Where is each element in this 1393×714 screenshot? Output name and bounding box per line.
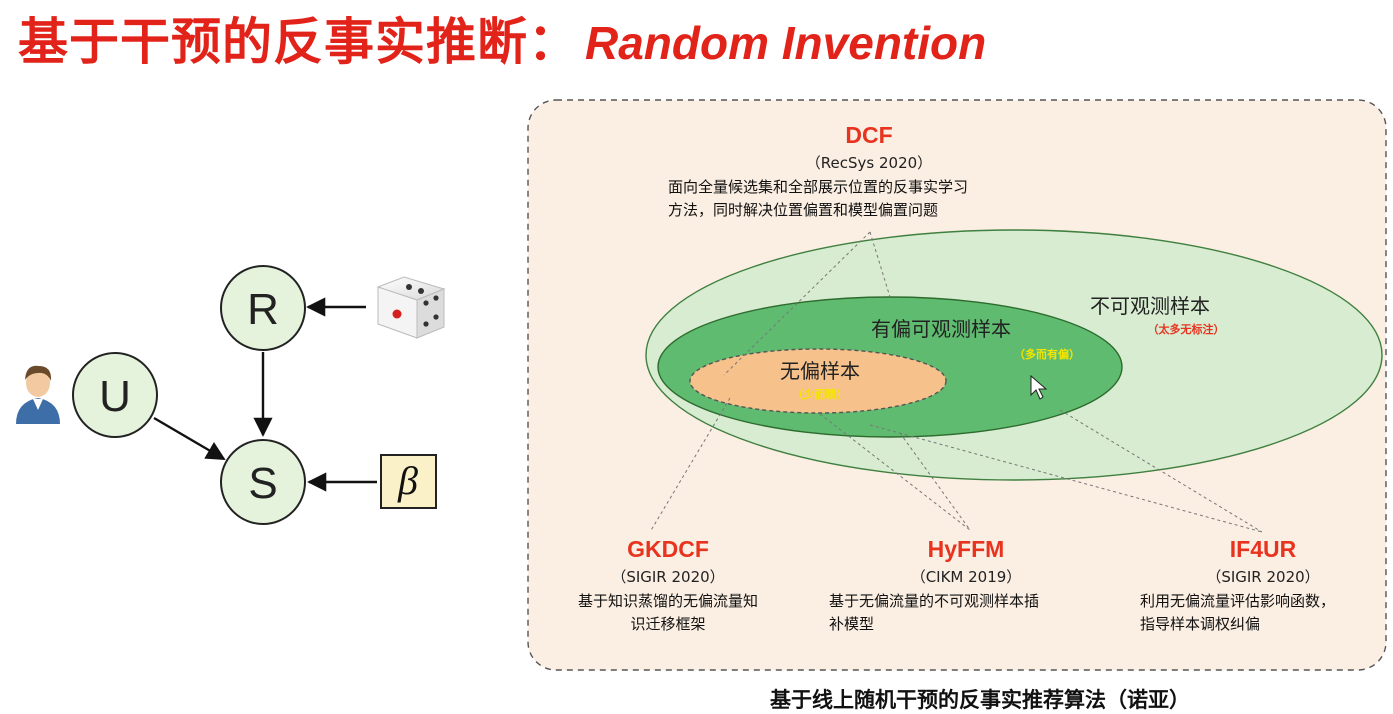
method-hyffm-desc-line1: 基于无偏流量的不可观测样本插	[829, 592, 1039, 610]
causal-graph: R U S β	[16, 265, 446, 525]
label-unobservable: 不可观测样本	[1090, 294, 1210, 318]
method-dcf-name: DCF	[845, 122, 892, 148]
cursor-icon	[1030, 374, 1048, 400]
method-if4ur: IF4UR （SIGIR 2020） 利用无偏流量评估影响函数， 指导样本调权纠…	[1140, 536, 1335, 633]
method-if4ur-venue: （SIGIR 2020）	[1206, 568, 1319, 586]
node-s-label: S	[248, 459, 277, 508]
note-unbiased: （少而精）	[793, 387, 848, 401]
method-gkdcf: GKDCF （SIGIR 2020） 基于知识蒸馏的无偏流量知 识迁移框架	[578, 536, 758, 633]
edge-u-to-s	[153, 416, 226, 461]
algorithm-panel: 不可观测样本 （太多无标注） 有偏可观测样本 （多而有偏） 无偏样本 （少而精）…	[527, 99, 1387, 671]
beta-symbol: β	[397, 458, 418, 503]
method-dcf-venue: （RecSys 2020）	[806, 154, 932, 172]
panel-caption: 基于线上随机干预的反事实推荐算法（诺亚）	[770, 688, 1190, 712]
node-r-label: R	[247, 285, 279, 334]
node-s: S	[220, 439, 306, 525]
title-chinese: 基于干预的反事实推断：	[18, 13, 579, 71]
method-hyffm-desc-line2: 补模型	[829, 615, 874, 633]
beta-box: β	[380, 454, 437, 509]
ellipse-unbiased	[689, 348, 947, 414]
page-title: 基于干预的反事实推断： Random Invention	[18, 2, 986, 71]
method-hyffm-name: HyFFM	[928, 536, 1005, 562]
method-gkdcf-desc-line2: 识迁移框架	[630, 615, 705, 633]
method-gkdcf-venue: （SIGIR 2020）	[611, 568, 724, 586]
node-u: U	[72, 352, 158, 438]
label-biased-observable: 有偏可观测样本	[871, 317, 1011, 341]
node-r: R	[220, 265, 306, 351]
dice-icon	[376, 276, 446, 339]
label-unbiased: 无偏样本	[780, 359, 860, 383]
method-gkdcf-desc-line1: 基于知识蒸馏的无偏流量知	[578, 592, 758, 610]
connector-lines	[649, 231, 1263, 533]
method-hyffm: HyFFM （CIKM 2019） 基于无偏流量的不可观测样本插 补模型	[829, 536, 1039, 633]
method-if4ur-name: IF4UR	[1230, 536, 1297, 562]
method-if4ur-desc-line2: 指导样本调权纠偏	[1140, 615, 1260, 633]
method-dcf-desc-line2: 方法，同时解决位置偏置和模型偏置问题	[668, 201, 938, 219]
method-if4ur-desc-line1: 利用无偏流量评估影响函数，	[1140, 592, 1335, 610]
title-english: Random Invention	[585, 17, 987, 69]
node-u-label: U	[99, 372, 131, 421]
method-gkdcf-name: GKDCF	[627, 536, 709, 562]
user-icon	[16, 365, 60, 424]
method-hyffm-venue: （CIKM 2019）	[911, 568, 1022, 586]
note-biased-observable: （多而有偏）	[1014, 347, 1080, 361]
method-dcf: DCF （RecSys 2020） 面向全量候选集和全部展示位置的反事实学习 方…	[668, 122, 968, 219]
note-unobservable: （太多无标注）	[1148, 322, 1225, 336]
method-dcf-desc-line1: 面向全量候选集和全部展示位置的反事实学习	[668, 178, 968, 196]
